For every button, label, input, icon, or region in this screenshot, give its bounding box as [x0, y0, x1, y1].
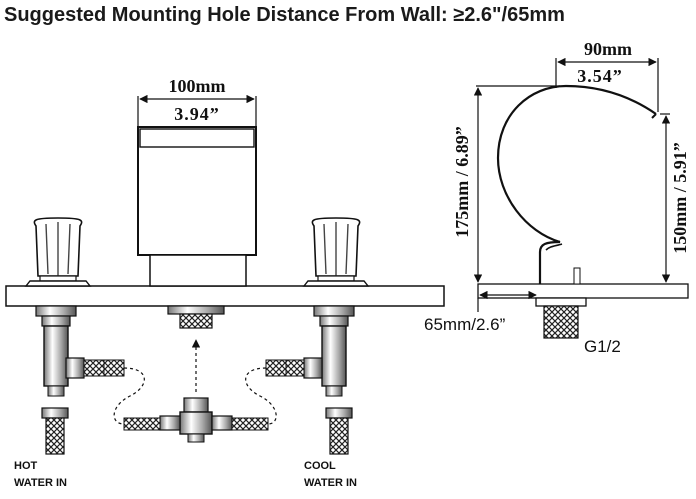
- total-height-label: 175mm / 6.89”: [452, 126, 472, 238]
- page-title: Suggested Mounting Hole Distance From Wa…: [4, 4, 565, 26]
- front-view: 100mm 3.94”: [5, 76, 445, 489]
- deck-slab: [5, 285, 445, 307]
- spout-body: [137, 126, 257, 287]
- cool-handle: [302, 217, 370, 287]
- reach-in-label: 3.54”: [577, 66, 623, 86]
- cool-label-line1: COOL: [304, 460, 336, 472]
- side-deck: [477, 283, 689, 299]
- wall-distance-label: 65mm/2.6”: [424, 315, 506, 334]
- hot-valve: [35, 305, 125, 397]
- hot-supply-fitting: [41, 407, 69, 455]
- spout-arc: [496, 84, 657, 284]
- spout-width-in-label: 3.94”: [174, 104, 220, 124]
- hot-handle: [24, 217, 92, 287]
- wall-distance-dimension: 65mm/2.6”: [424, 290, 537, 334]
- spout-width-mm-label: 100mm: [169, 76, 226, 96]
- spout-height-label: 150mm / 5.91”: [670, 142, 690, 254]
- hot-label-line2: WATER IN: [14, 477, 67, 489]
- reach-mm-label: 90mm: [584, 39, 632, 59]
- spout-shank: [167, 305, 225, 392]
- hot-label-line1: HOT: [14, 460, 38, 472]
- cool-supply-fitting: [325, 407, 353, 455]
- hose-paths: [113, 367, 277, 425]
- cool-valve: [265, 305, 355, 397]
- reach-dimension: 90mm 3.54”: [555, 39, 659, 112]
- cool-label-line2: WATER IN: [304, 477, 357, 489]
- spout-width-dimension: 100mm 3.94”: [137, 76, 257, 126]
- thread-label: G1/2: [584, 337, 621, 356]
- tee-connector: [123, 397, 269, 443]
- spout-height-dimension: 150mm / 5.91”: [660, 113, 690, 283]
- side-view: 90mm 3.54” 175mm / 6.89” 150mm / 5.91” 6…: [424, 39, 690, 356]
- side-base: [535, 267, 587, 339]
- total-height-dimension: 175mm / 6.89”: [452, 85, 560, 283]
